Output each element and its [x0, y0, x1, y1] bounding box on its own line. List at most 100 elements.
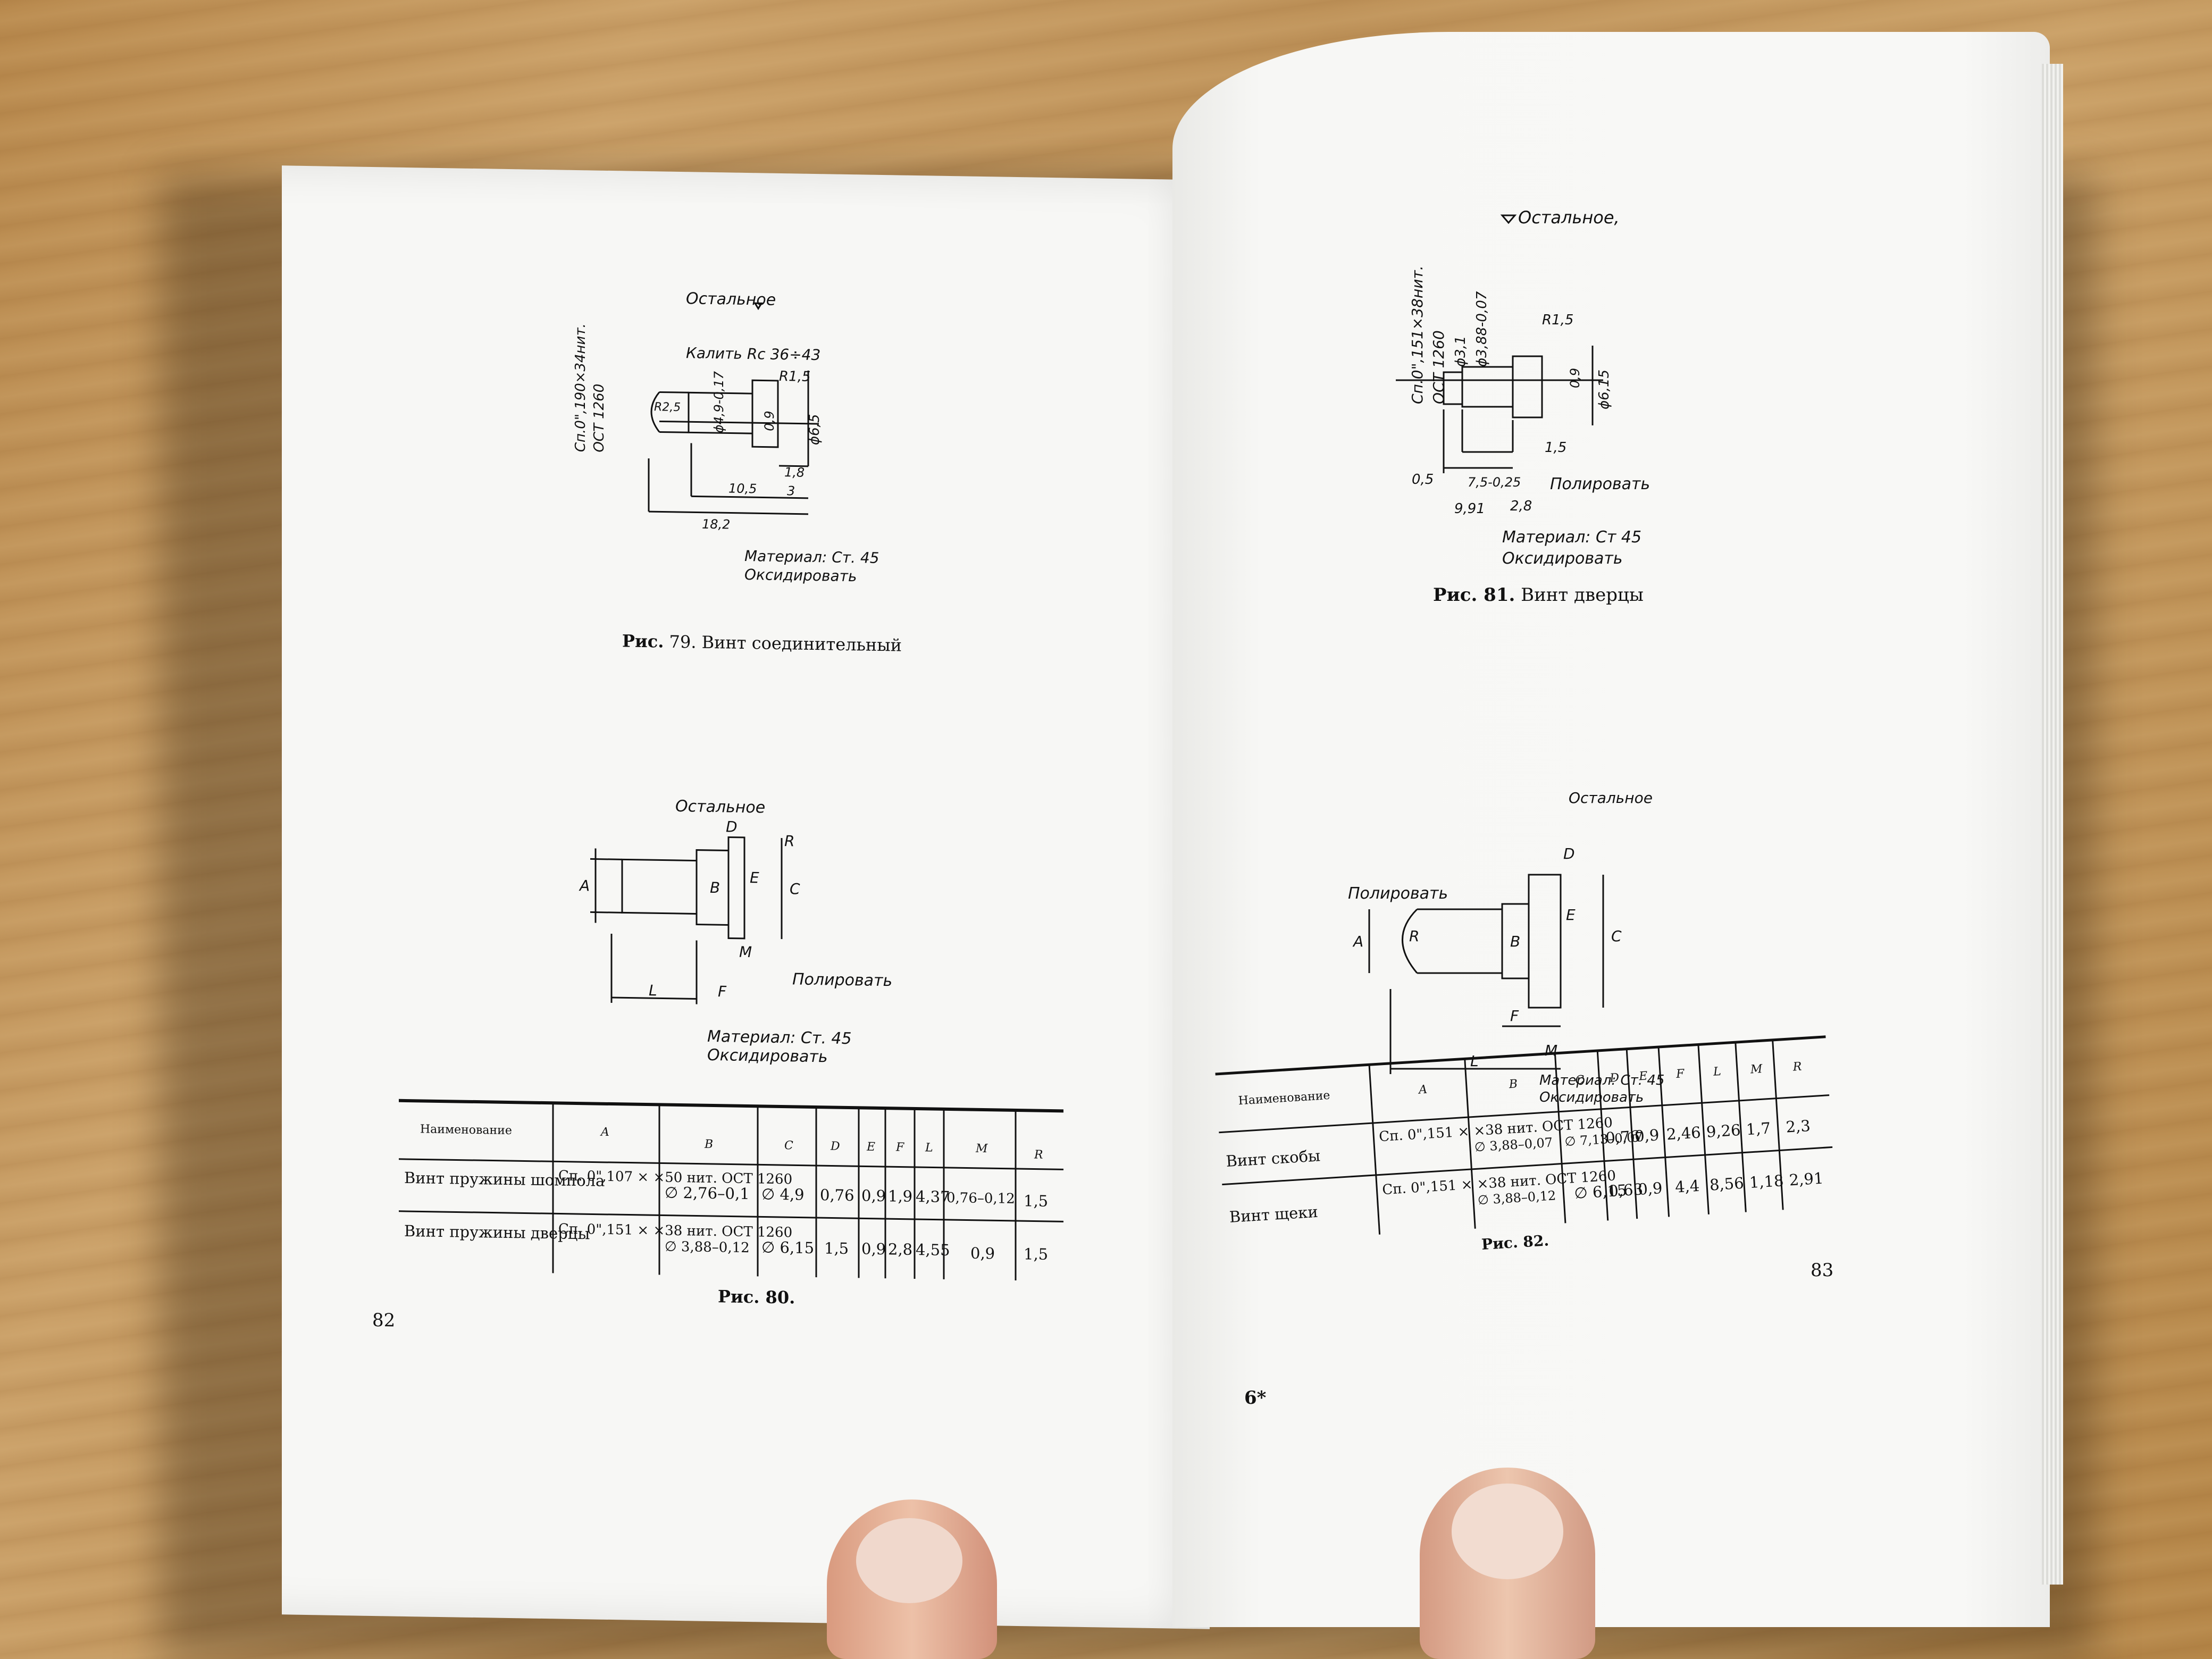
fig81-dim-15: 1,5 — [1545, 440, 1566, 456]
svg-text:83: 83 — [1811, 1260, 1833, 1281]
fig81-caption-prefix: Рис. 81. — [1433, 584, 1515, 606]
left-page: Остальное Калить Rc 36÷43 Сп.0",190×34ни… — [282, 165, 1210, 1629]
figure-79-drawing: Остальное Калить Rc 36÷43 Сп.0",190×34ни… — [573, 289, 879, 585]
fig79-dim-3: 3 — [787, 483, 795, 498]
fig80-polish: Полировать — [792, 970, 892, 990]
fig79-harden-note: Калить Rc 36÷43 — [686, 344, 820, 364]
fig82-row1-d: 0,76 — [1605, 1127, 1640, 1147]
figure-81-caption: Рис. 81. Винт дверцы — [1433, 584, 1644, 606]
fig81-dim-991: 9,91 — [1454, 501, 1485, 517]
fig80-row1-name: Винт пружины шомпола — [404, 1169, 605, 1190]
fig82-row2-r: 2,91 — [1789, 1169, 1824, 1189]
fig80-header-f: F — [895, 1141, 904, 1154]
fig82-dim-a: A — [1352, 933, 1363, 950]
fig80-header-l: L — [925, 1141, 933, 1154]
fig82-header-b: B — [1508, 1077, 1518, 1091]
fig82-row2-f: 4,4 — [1674, 1177, 1700, 1196]
fig82-row1-l: 9,26 — [1706, 1121, 1741, 1141]
fig82-header-m: M — [1749, 1062, 1763, 1076]
fig82-table: Наименование A B C D E F L M R Винт скоб… — [1215, 1035, 1833, 1253]
fig81-dim-d388: ϕ3,88-0,07 — [1474, 291, 1490, 367]
fig81-dim-05: 0,5 — [1412, 472, 1434, 488]
fig80-dim-f: F — [718, 983, 727, 1000]
fig80-header-m: M — [975, 1142, 988, 1155]
fig81-standard-note: ОСТ 1260 — [1430, 330, 1447, 404]
fig80-row1-c: ∅ 4,9 — [761, 1185, 805, 1203]
fig81-dim-09: 0,9 — [1568, 368, 1582, 388]
fig80-header-a: A — [600, 1126, 609, 1139]
fig81-thread-note: Сп.0",151×38нит. — [1409, 265, 1426, 404]
left-thumb-nail — [856, 1518, 962, 1603]
fig82-material: Материал: Ст. 45 — [1539, 1073, 1664, 1088]
fig79-dim-09: 0,9 — [762, 410, 777, 431]
fig79-dim-182: 18,2 — [702, 517, 730, 532]
fig79-surface-note: Остальное — [686, 289, 776, 309]
fig80-row2-a: Сп. 0",151 × ×38 нит. ОСТ 1260 — [558, 1221, 792, 1241]
fig80-header-name: Наименование — [420, 1122, 512, 1137]
fig81-dim-d31: ϕ3,1 — [1453, 336, 1469, 367]
fig82-row2-m: 1,18 — [1749, 1171, 1784, 1192]
fig82-header-e: E — [1638, 1069, 1648, 1083]
fig79-finish: Оксидировать — [744, 566, 857, 585]
fig80-dim-m: M — [739, 943, 752, 961]
fig82-dim-f: F — [1510, 1007, 1519, 1025]
fig82-header-r: R — [1792, 1060, 1802, 1074]
fig79-caption-prefix: Рис. — [622, 631, 664, 651]
fig81-finish: Оксидировать — [1502, 549, 1623, 568]
fig80-dim-a: A — [579, 877, 590, 894]
fig80-row2-f: 2,8 — [888, 1240, 912, 1259]
fig79-dim-105: 10,5 — [728, 481, 757, 496]
fig82-dim-e: E — [1566, 906, 1576, 924]
fig82-header-c: C — [1575, 1074, 1585, 1087]
fig82-row2-d: 0,63 — [1608, 1180, 1644, 1200]
fig82-dim-c: C — [1611, 927, 1622, 945]
svg-text:82: 82 — [372, 1310, 395, 1331]
right-page-number: 83 — [1811, 1260, 1833, 1281]
fig81-dim-d615: ϕ6,15 — [1596, 370, 1612, 409]
fig82-row1-r: 2,3 — [1786, 1117, 1811, 1136]
fig79-dim-r15: R1,5 — [779, 368, 810, 385]
fig80-row1-b: ∅ 2,76–0,1 — [665, 1184, 750, 1203]
fig82-dim-l: L — [1470, 1052, 1479, 1070]
fig82-row1-f: 2,46 — [1666, 1123, 1702, 1143]
fig80-row2-r: 1,5 — [1024, 1245, 1048, 1263]
fig80-material: Материал: Ст. 45 — [707, 1027, 852, 1048]
fig82-row2-name: Винт щеки — [1229, 1203, 1319, 1226]
figure-80-drawing: Остальное D R A B E C L F M Полировать М… — [579, 797, 892, 1066]
fig82-row2-c: ∅ 6,15 — [1574, 1181, 1628, 1202]
fig80-table: Наименование A B C D E F L M R Винт пруж… — [399, 1099, 1063, 1308]
fig80-row1-d: 0,76 — [820, 1186, 854, 1204]
fig80-row2-name: Винт пружины дверцы — [404, 1222, 590, 1243]
fig80-row1-l: 4,37 — [916, 1187, 950, 1206]
fig82-header-d: D — [1609, 1071, 1620, 1085]
fig79-caption-num: 79. — [669, 632, 697, 652]
fig80-header-c: C — [784, 1139, 793, 1152]
left-page-number: 82 — [372, 1310, 395, 1331]
fig79-material: Материал: Ст. 45 — [744, 547, 879, 567]
fig81-caption-text: Винт дверцы — [1521, 584, 1644, 606]
fig82-row1-e: 0,9 — [1634, 1126, 1660, 1145]
fig79-dim-18: 1,8 — [784, 465, 805, 480]
fig82-dim-r: R — [1409, 927, 1419, 945]
svg-text:Рис. 81. Винт дверцы: Рис. 81. Винт дверцы — [1433, 584, 1644, 606]
fig80-row2-l: 4,55 — [916, 1241, 950, 1259]
figure-82-drawing: Остальное Полировать D E C A R B F M L М… — [1348, 789, 1664, 1105]
right-page: Остальное, Сп.0",151×38нит. ОСТ 1260 ϕ3,… — [1172, 32, 2050, 1627]
fig81-surface-note: Остальное, — [1518, 207, 1620, 228]
fig80-row2-c: ∅ 6,15 — [761, 1238, 814, 1257]
fig80-header-r: R — [1034, 1149, 1043, 1162]
fig80-dim-r: R — [784, 832, 794, 850]
fig81-dim-28: 2,8 — [1510, 498, 1532, 514]
fig80-row1-e: 0,9 — [861, 1186, 886, 1205]
fig80-dim-e: E — [750, 869, 759, 886]
fig81-dim-5: 5 — [1513, 475, 1521, 490]
fig80-header-d: D — [830, 1139, 840, 1153]
svg-text:Рис. 79. Винт соединительный: Рис. 79. Винт соединительный — [622, 631, 902, 655]
fig80-row1-f: 1,9 — [888, 1187, 912, 1205]
fig82-header-f: F — [1675, 1067, 1685, 1081]
fig79-dim-r25: R2,5 — [654, 400, 681, 414]
fig80-header-b: B — [704, 1138, 713, 1151]
fig79-standard-note: ОСТ 1260 — [591, 384, 607, 453]
fig79-dim-d65: ϕ6,5 — [807, 414, 823, 445]
fig82-row1-name: Винт скобы — [1226, 1146, 1321, 1170]
